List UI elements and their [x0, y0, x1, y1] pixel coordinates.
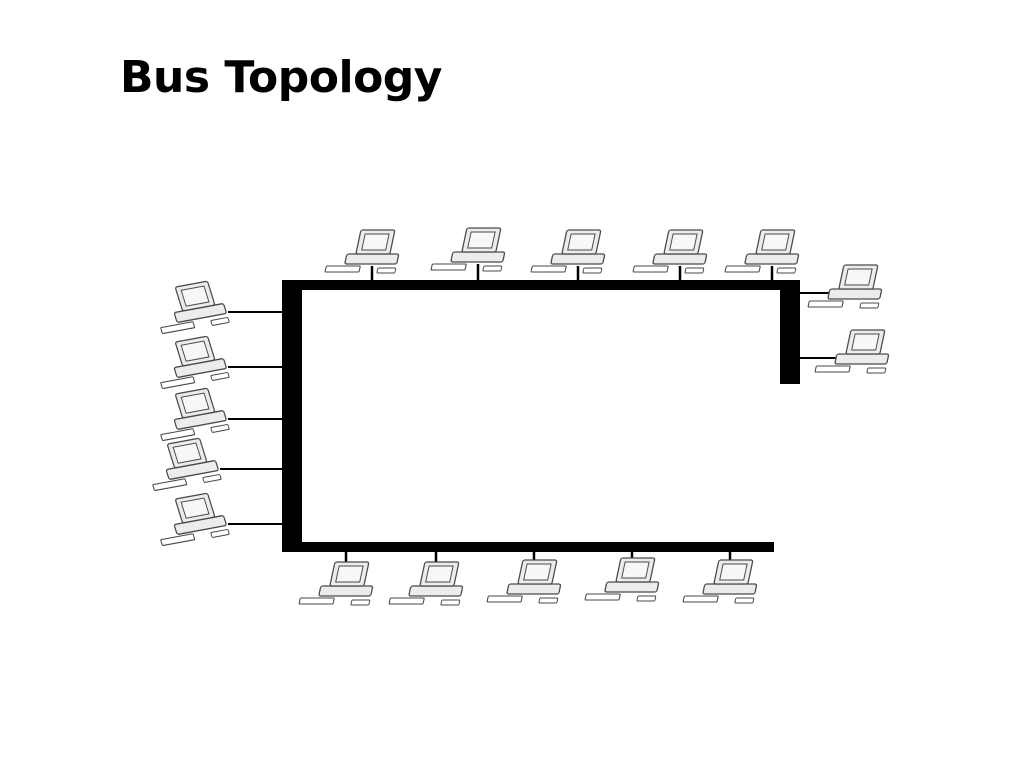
computer-icon-right-1 [807, 264, 883, 309]
drop-cables [220, 264, 840, 562]
computer-icon-left-1 [160, 280, 230, 335]
computer-icon-left-3 [160, 387, 230, 442]
bus-segment-bottom [282, 542, 774, 552]
computer-icon-bottom-5 [682, 559, 758, 604]
computer-icon-left-5 [160, 492, 230, 547]
bus-backbone [282, 280, 800, 552]
computer-icon-bottom-2 [388, 561, 464, 606]
computer-icon-bottom-3 [486, 559, 562, 604]
network-nodes [152, 227, 890, 606]
bus-segment-top [282, 280, 798, 290]
computer-icon-bottom-4 [584, 557, 660, 602]
computer-icon-left-4 [152, 437, 222, 492]
bus-segment-left [282, 280, 302, 552]
computer-icon-top-4 [632, 229, 708, 274]
computer-icon-top-1 [324, 229, 400, 274]
computer-icon-top-2 [430, 227, 506, 272]
computer-icon-top-5 [724, 229, 800, 274]
computer-icon-right-2 [814, 329, 890, 374]
computer-icon-top-3 [530, 229, 606, 274]
slide-title: Bus Topology [120, 52, 442, 103]
computer-icon-left-2 [160, 335, 230, 390]
bus-segment-right [780, 280, 800, 384]
computer-icon-bottom-1 [298, 561, 374, 606]
